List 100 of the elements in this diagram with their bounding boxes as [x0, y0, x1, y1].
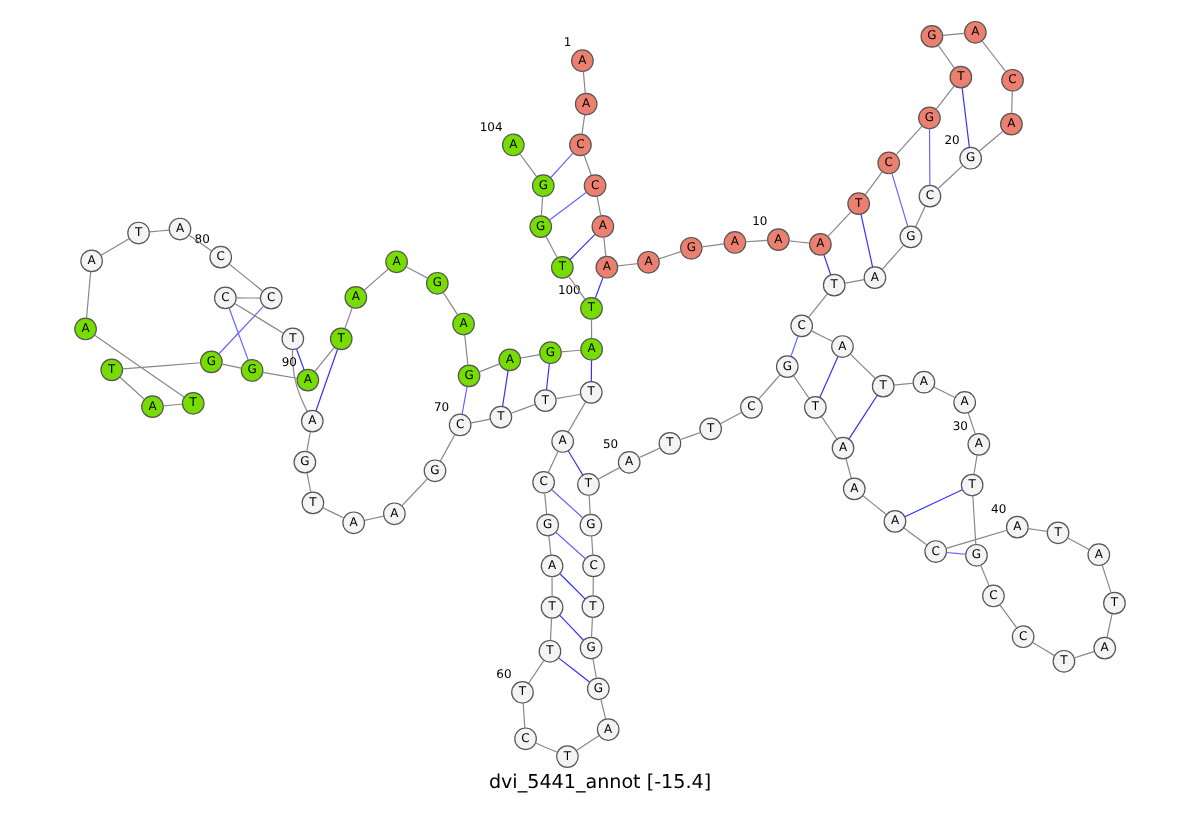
connector — [545, 362, 550, 391]
connector — [592, 658, 597, 679]
connector — [862, 495, 887, 516]
connector — [807, 293, 828, 318]
connector — [522, 702, 526, 729]
connector — [864, 171, 883, 196]
connector — [596, 195, 602, 216]
connector — [119, 376, 145, 400]
connector — [590, 360, 593, 383]
connector — [895, 125, 923, 156]
connector — [550, 152, 574, 179]
connector — [363, 268, 389, 291]
connector — [551, 489, 584, 519]
connector — [745, 239, 769, 243]
connector — [502, 370, 509, 407]
connector — [162, 403, 183, 407]
connector — [559, 573, 586, 600]
connector — [999, 604, 1018, 629]
connector — [590, 318, 593, 339]
connector — [405, 266, 429, 279]
connector — [188, 234, 213, 252]
connector — [218, 305, 264, 355]
connector — [555, 393, 582, 400]
connector — [1106, 613, 1113, 638]
connector — [568, 275, 586, 300]
connector — [881, 244, 905, 270]
connector — [470, 418, 491, 424]
connector — [314, 347, 335, 372]
connector — [306, 431, 311, 452]
connector — [100, 238, 130, 256]
connector — [792, 375, 810, 399]
connector — [903, 527, 928, 546]
connector — [558, 657, 591, 683]
connector — [364, 515, 385, 521]
connector — [581, 114, 586, 135]
connector — [914, 205, 926, 228]
connector — [234, 302, 285, 334]
connector — [1032, 641, 1056, 657]
connector — [973, 454, 978, 475]
connector — [442, 292, 459, 316]
connector — [978, 130, 1004, 152]
connector — [904, 489, 963, 518]
connector — [559, 614, 585, 641]
connector — [788, 240, 811, 244]
connector — [849, 353, 876, 380]
connector — [545, 235, 558, 259]
connector — [569, 233, 596, 261]
connector — [935, 85, 955, 110]
connector — [594, 277, 604, 299]
caption: dvi_5441_annot [-15.4] — [488, 771, 712, 794]
connector — [122, 362, 202, 370]
connector — [401, 478, 429, 507]
connector — [94, 334, 185, 398]
connector — [658, 251, 682, 260]
connector — [464, 334, 469, 366]
connector — [638, 447, 661, 459]
connector — [1011, 90, 1013, 114]
connector — [617, 262, 639, 267]
connector — [845, 458, 852, 479]
connector — [85, 271, 92, 319]
connector — [549, 617, 553, 641]
connector — [567, 401, 587, 433]
connector — [149, 229, 170, 233]
connector — [567, 450, 584, 476]
connector — [848, 394, 878, 440]
connector — [597, 467, 620, 480]
connector — [575, 734, 600, 752]
connector — [235, 297, 261, 299]
connector — [322, 507, 345, 519]
connector — [540, 196, 544, 217]
connector — [967, 412, 976, 435]
connector — [701, 243, 725, 248]
connector — [291, 349, 308, 412]
connector — [1073, 650, 1095, 659]
connector — [544, 492, 548, 515]
connector — [228, 263, 264, 292]
connector — [551, 576, 553, 598]
connector — [891, 172, 909, 227]
connector — [790, 335, 799, 357]
connector — [827, 211, 852, 238]
connector — [510, 403, 536, 414]
connector — [582, 71, 586, 94]
connector — [315, 348, 339, 412]
connector — [306, 472, 312, 493]
connector — [933, 386, 956, 399]
connector — [680, 431, 701, 441]
connector — [461, 386, 468, 415]
connector — [591, 535, 594, 556]
connector — [600, 698, 607, 720]
connector — [548, 535, 552, 556]
connector — [893, 382, 914, 386]
connector — [519, 153, 538, 178]
connector — [942, 32, 966, 36]
connector — [844, 279, 865, 284]
connector — [860, 213, 874, 268]
connector — [758, 374, 781, 400]
connector — [228, 307, 249, 361]
connector — [823, 254, 832, 276]
connector — [972, 495, 977, 545]
connector — [719, 411, 743, 425]
